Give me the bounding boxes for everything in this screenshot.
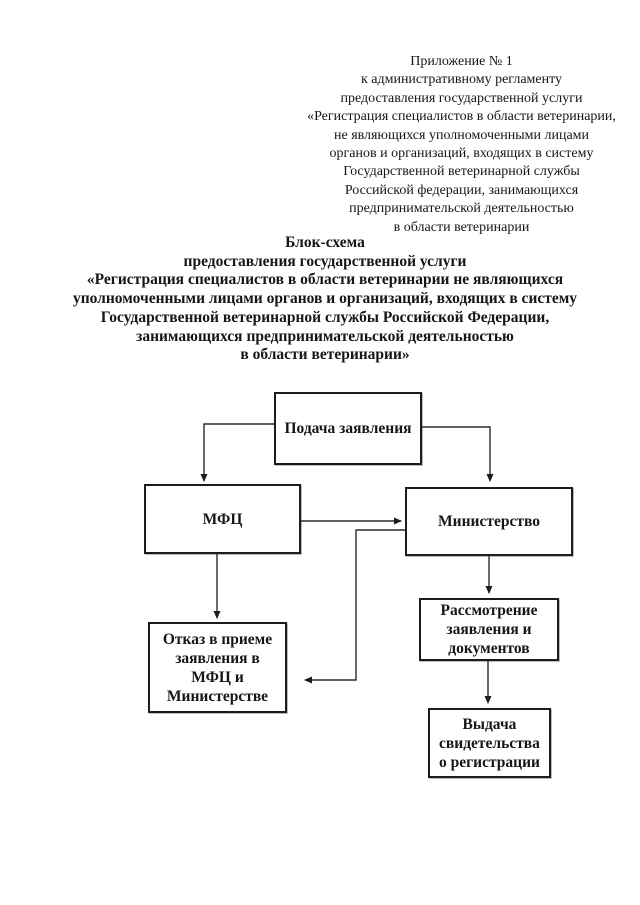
arrow-podacha-to-mfc	[200, 423, 274, 482]
flowchart-node-otkaz-v-prieme: Отказ в приеме заявления в МФЦ и Министе…	[148, 622, 287, 713]
arrow-ministry-to-otkaz	[304, 529, 405, 684]
flowchart-node-rassmotrenie: Рассмотрение заявления и документов	[419, 598, 559, 661]
arrow-podacha-to-ministry	[422, 426, 494, 482]
flowchart-node-podacha-zayavleniya: Подача заявления	[274, 392, 422, 465]
flowchart-node-mfc: МФЦ	[144, 484, 301, 554]
appendix-header-text: Приложение № 1 к административному регла…	[307, 54, 616, 235]
flowchart-node-vydacha-svidetelstva: Выдача свидетельства о регистрации	[428, 708, 551, 778]
flowchart-node-ministerstvo: Министерство	[405, 487, 573, 556]
page-title: Блок-схема предоставления государственно…	[72, 234, 578, 364]
